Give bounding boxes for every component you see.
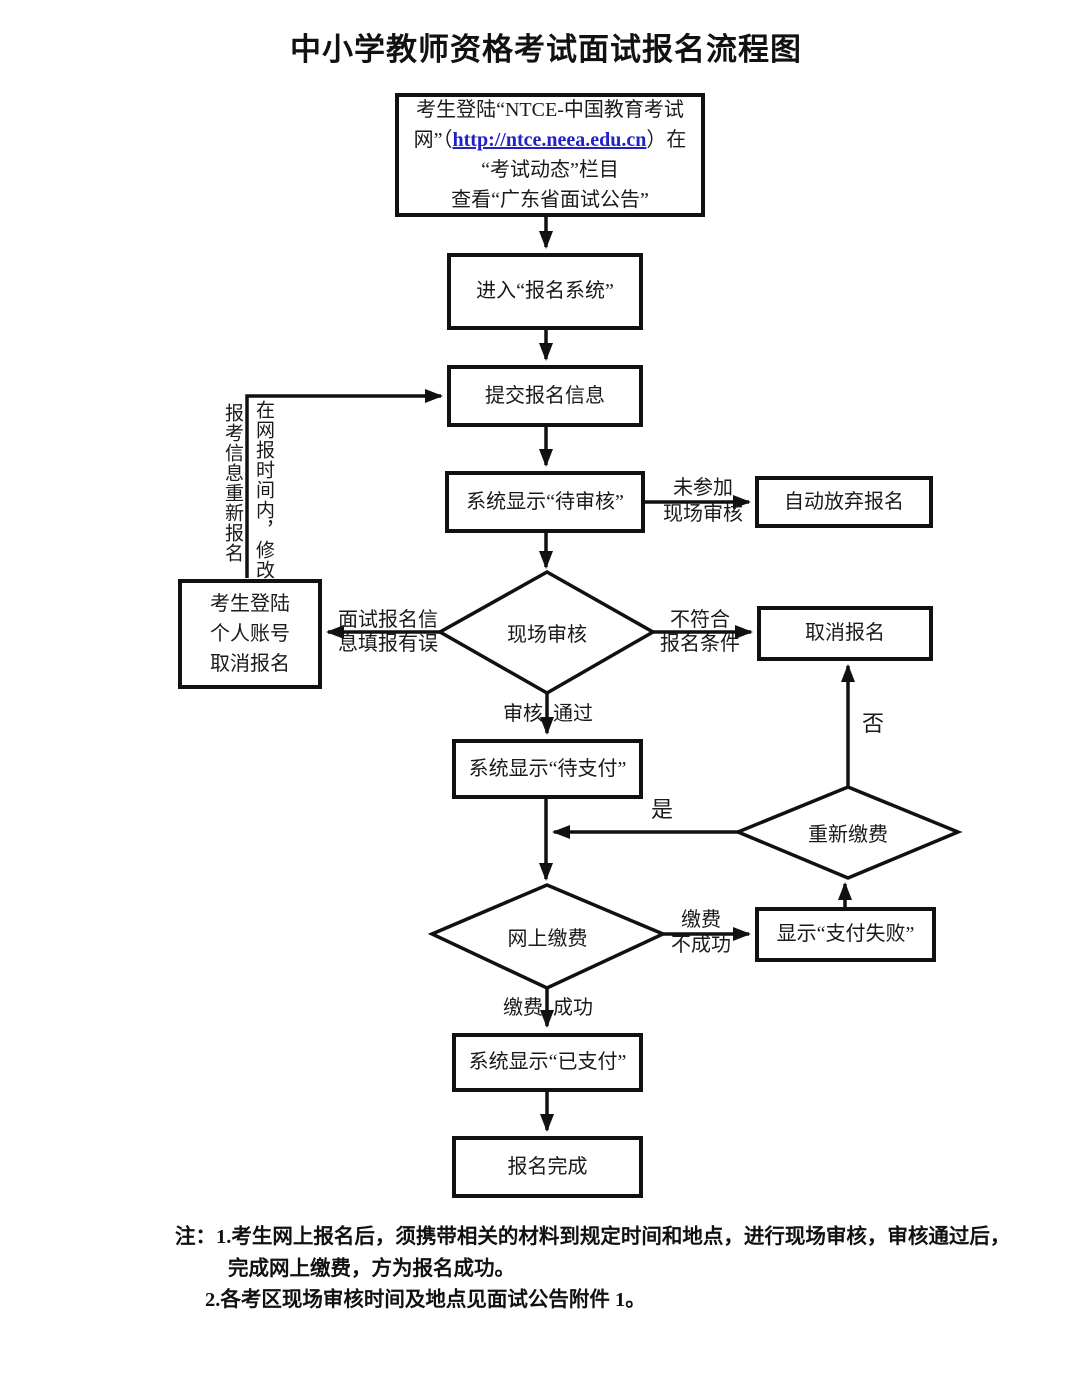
pay-fail-line1: 缴费 <box>681 909 721 931</box>
notes-line1: 注：1.考生网上报名后，须携带相关的材料到规定时间和地点，进行现场审核，审核通过… <box>175 1222 1010 1253</box>
node-submit-info: 提交报名信息 <box>447 365 643 427</box>
cancel-register-label: 取消报名 <box>805 622 885 644</box>
online-payment-label: 网上缴费 <box>507 928 588 950</box>
notes-prefix: 注： <box>175 1226 216 1248</box>
edge-label-no: 否 <box>861 711 884 736</box>
arrow-cancel-to-submit <box>245 389 443 578</box>
notes-line2: 完成网上缴费，方为报名成功。 <box>228 1258 515 1280</box>
notes-line3: 2.各考区现场审核时间及地点见面试公告附件 1。 <box>205 1289 646 1311</box>
node-auto-abandon: 自动放弃报名 <box>755 476 933 528</box>
login-line2: 网”（http://ntce.neea.edu.cn）在 <box>399 125 701 155</box>
edge-label-info-error: 面试报名信 息填报有误 <box>330 608 446 656</box>
edge-label-modify-inner: 在网报时间内，修改 <box>253 400 274 580</box>
login-line4: 查看“广东省面试公告” <box>451 189 649 211</box>
not-qualified-line1: 不符合 <box>670 609 730 631</box>
node-online-payment: 网上缴费 <box>442 885 653 988</box>
cancel-login-line2: 个人账号 <box>210 623 290 645</box>
login-line3: “考试动态”栏目 <box>481 159 619 181</box>
node-login: 考生登陆“NTCE-中国教育考试 网”（http://ntce.neea.edu… <box>395 93 705 217</box>
auto-abandon-label: 自动放弃报名 <box>784 490 904 513</box>
edge-label-success: 成功 <box>553 997 593 1019</box>
edge-label-modify-outer: 报考信息重新报名 <box>222 403 243 563</box>
node-cancel-login: 考生登陆 个人账号 取消报名 <box>178 579 322 689</box>
diamond-repay-shape <box>733 785 963 880</box>
node-complete: 报名完成 <box>452 1136 643 1198</box>
pending-review-label: 系统显示“待审核” <box>466 490 624 513</box>
paid-label: 系统显示“已支付” <box>468 1051 627 1073</box>
edge-label-pass: 通过 <box>553 703 593 725</box>
info-error-line1: 面试报名信 <box>338 609 438 631</box>
login-line2-pre: 网”（ <box>413 129 453 151</box>
node-payment-failed: 显示“支付失败” <box>755 907 936 962</box>
pay-fail-line2: 不成功 <box>671 934 731 956</box>
node-pending-review: 系统显示“待审核” <box>445 471 645 533</box>
edge-label-yes: 是 <box>650 797 673 822</box>
diamond-onsite-review-shape <box>436 569 657 696</box>
pending-payment-label: 系统显示“待支付” <box>468 757 627 780</box>
repay-label: 重新缴费 <box>808 824 888 846</box>
edge-label-pay-fail: 缴费 不成功 <box>660 908 742 958</box>
node-repay: 重新缴费 <box>748 787 948 878</box>
edge-label-not-qualified: 不符合 报名条件 <box>657 608 743 656</box>
page-title: 中小学教师资格考试面试报名流程图 <box>290 32 802 67</box>
node-paid: 系统显示“已支付” <box>452 1033 643 1092</box>
submit-info-label: 提交报名信息 <box>485 384 605 407</box>
complete-label: 报名完成 <box>507 1155 588 1178</box>
diamond-online-payment-shape <box>427 883 668 990</box>
not-qualified-line2: 报名条件 <box>660 633 740 655</box>
node-enter-system: 进入“报名系统” <box>447 253 643 330</box>
ntce-link[interactable]: http://ntce.neea.edu.cn <box>452 129 647 151</box>
node-pending-payment: 系统显示“待支付” <box>452 739 643 799</box>
edge-label-no-onsite: 未参加 现场审核 <box>655 475 751 527</box>
node-cancel-register: 取消报名 <box>757 606 933 661</box>
info-error-line2: 息填报有误 <box>338 633 438 655</box>
cancel-login-line3: 取消报名 <box>210 653 290 675</box>
onsite-review-label: 现场审核 <box>507 624 587 646</box>
notes-text1: 1.考生网上报名后，须携带相关的材料到规定时间和地点，进行现场审核，审核通过后， <box>216 1226 1011 1248</box>
edge-label-pay: 缴费 <box>503 997 543 1019</box>
enter-system-label: 进入“报名系统” <box>476 280 614 302</box>
payment-failed-label: 显示“支付失败” <box>776 923 915 945</box>
edge-label-review: 审核 <box>503 703 543 725</box>
cancel-login-line1: 考生登陆 <box>210 593 290 615</box>
no-onsite-line2: 现场审核 <box>663 503 743 525</box>
login-line1: 考生登陆“NTCE-中国教育考试 <box>416 99 684 121</box>
login-line2-post: ）在 <box>646 129 687 151</box>
node-onsite-review: 现场审核 <box>447 572 647 693</box>
no-onsite-line1: 未参加 <box>673 477 733 499</box>
